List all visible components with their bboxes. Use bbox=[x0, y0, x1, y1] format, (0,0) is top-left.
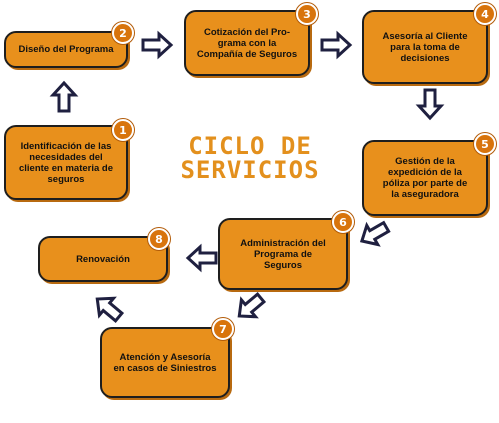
step-number-badge-6: 6 bbox=[332, 211, 354, 233]
step-box-4: Asesoría al Cliente para la toma de deci… bbox=[362, 10, 488, 84]
step-box-7: Atención y Asesoría en casos de Siniestr… bbox=[100, 327, 230, 398]
step-label-8: Renovación bbox=[76, 253, 130, 265]
arrow-3-to-4 bbox=[320, 32, 352, 58]
arrow-2-to-3 bbox=[141, 32, 173, 58]
step-number-badge-4: 4 bbox=[474, 3, 496, 25]
diagram-title: CICLO DE SERVICIOS bbox=[150, 134, 350, 182]
step-number-badge-8: 8 bbox=[148, 228, 170, 250]
step-number-badge-3: 3 bbox=[296, 3, 318, 25]
step-label-4: Asesoría al Cliente para la toma de deci… bbox=[382, 30, 468, 64]
step-number-badge-2: 2 bbox=[112, 22, 134, 44]
step-label-1: Identificación de las necesidades del cl… bbox=[19, 140, 113, 185]
arrow-6-to-7 bbox=[230, 288, 270, 326]
arrow-7-to-8 bbox=[88, 289, 128, 327]
step-box-3: Cotización del Pro- grama con la Compañí… bbox=[184, 10, 310, 76]
step-box-1: Identificación de las necesidades del cl… bbox=[4, 125, 128, 200]
step-number-badge-7: 7 bbox=[212, 318, 234, 340]
step-number-badge-1: 1 bbox=[112, 119, 134, 141]
title-line-2: SERVICIOS bbox=[180, 156, 320, 184]
arrow-5-to-6 bbox=[354, 215, 394, 253]
step-label-6: Administración del Programa de Seguros bbox=[240, 237, 326, 271]
step-box-6: Administración del Programa de Seguros bbox=[218, 218, 348, 290]
title-line-1: CICLO DE bbox=[188, 132, 312, 160]
step-box-5: Gestión de la expedición de la póliza po… bbox=[362, 140, 488, 216]
step-label-7: Atención y Asesoría en casos de Siniestr… bbox=[113, 351, 217, 374]
step-box-8: Renovación bbox=[38, 236, 168, 282]
step-label-2: Diseño del Programa bbox=[18, 44, 114, 55]
step-label-3: Cotización del Pro- grama con la Compañí… bbox=[196, 26, 298, 60]
step-box-2: Diseño del Programa bbox=[4, 31, 128, 68]
step-number-badge-5: 5 bbox=[474, 133, 496, 155]
arrow-1-to-2 bbox=[51, 81, 77, 113]
arrow-6-to-8 bbox=[186, 245, 218, 271]
step-label-5: Gestión de la expedición de la póliza po… bbox=[382, 156, 468, 200]
arrow-4-to-5 bbox=[417, 88, 443, 120]
